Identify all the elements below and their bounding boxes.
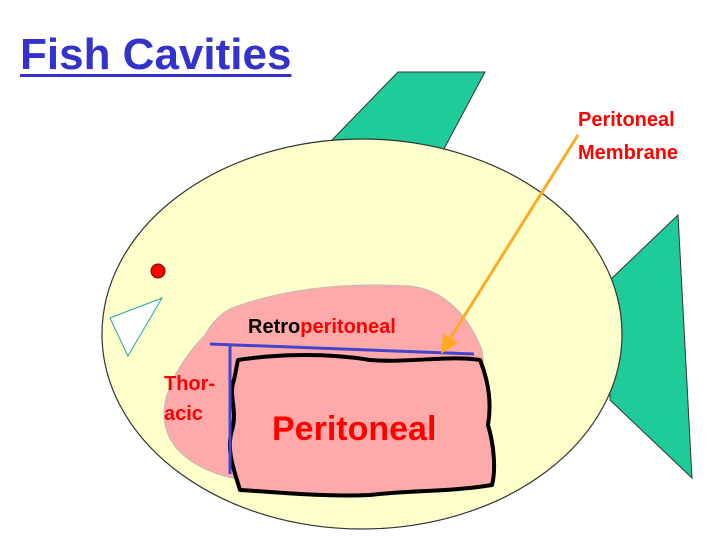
label-retroperitoneal: Retroperitoneal — [248, 316, 396, 338]
fish-eye — [150, 263, 166, 279]
membrane-arrow-head — [441, 333, 458, 354]
label-retro-suffix: peritoneal — [300, 316, 396, 338]
fish-mouth — [109, 297, 164, 358]
tail-fin — [609, 213, 693, 480]
label-peritoneal-membrane-line1: Peritoneal — [578, 109, 675, 131]
membrane-line-horizontal — [209, 342, 475, 356]
membrane-arrow-shaft — [444, 134, 580, 346]
label-peritoneal-membrane-line2: Membrane — [578, 142, 678, 164]
slide-title: Fish Cavities — [20, 30, 292, 79]
label-thoracic-line2: acic — [164, 403, 203, 425]
label-thoracic-line1: Thor- — [164, 373, 215, 395]
label-retro-prefix: Retro — [248, 316, 300, 338]
peritoneal-cavity-outline — [227, 353, 497, 498]
label-peritoneal: Peritoneal — [272, 410, 436, 448]
